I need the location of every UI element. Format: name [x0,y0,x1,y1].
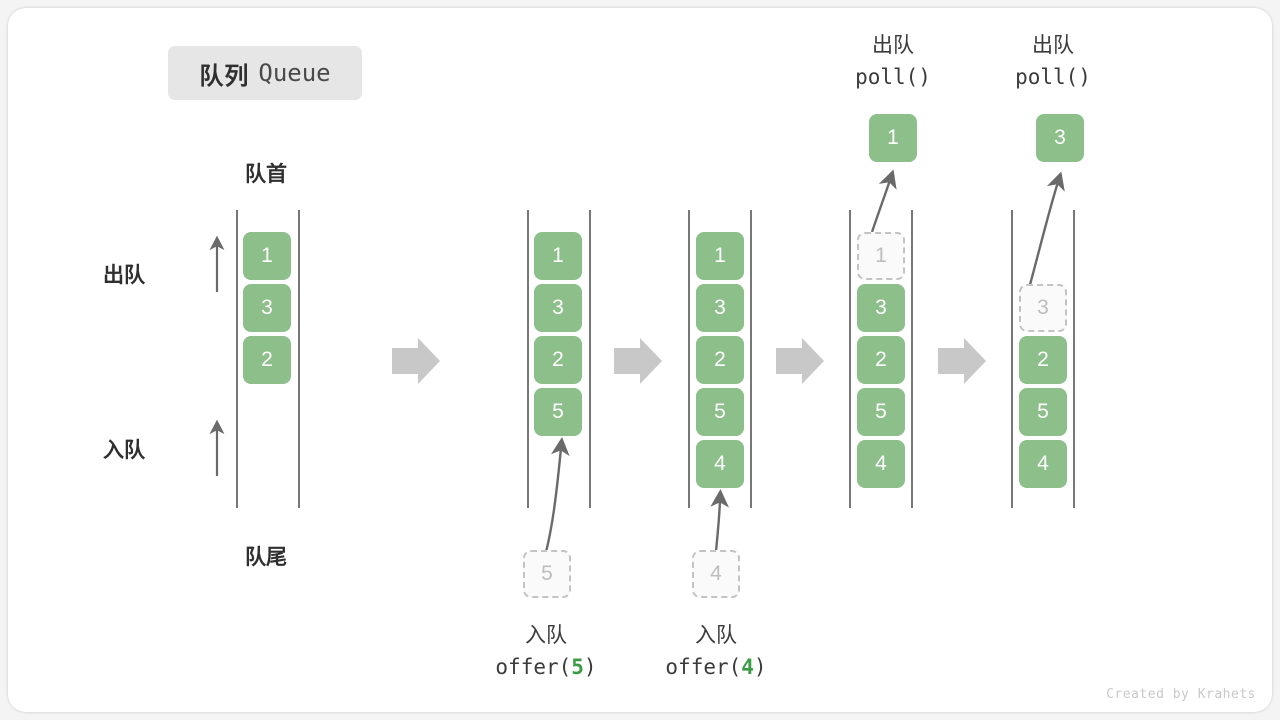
queue-cell: 5 [1019,388,1067,436]
poll-1-popped-cell: 1 [869,114,917,162]
queue-cell: 2 [857,336,905,384]
title-badge: 队列 Queue [168,46,362,100]
step-arrow-3 [776,338,824,384]
offer-5-label-cn: 入队 [525,624,567,647]
poll-3-flow-arrow [1026,171,1065,293]
queue-cell: 3 [696,284,744,332]
step-arrow-4 [938,338,986,384]
queue-cell: 2 [243,336,291,384]
poll-3-caption: 出队 poll() [953,30,1153,93]
queue-rails [236,210,1075,508]
offer-5-ghost-cell: 5 [523,550,571,598]
queue-cell: 4 [857,440,905,488]
offer-4-label-cn: 入队 [695,624,737,647]
queue-cell: 5 [857,388,905,436]
poll-3-code: poll() [1015,64,1091,89]
offer-4-caption: 入队 offer(4) [616,620,816,683]
offer-4-ghost-cell: 4 [692,550,740,598]
queue-cell: 5 [534,388,582,436]
poll-1-code: poll() [855,64,931,89]
queue-cell-ghost: 3 [1019,284,1067,332]
queue-head-label: 队首 [245,163,287,186]
queue-tail-label: 队尾 [245,546,287,569]
offer-4-arg: 4 [741,654,754,679]
queue-cell: 3 [857,284,905,332]
dequeue-direction-label: 出队 [103,264,145,287]
queue-cell: 2 [534,336,582,384]
queue-cell: 5 [696,388,744,436]
offer-5-flow-arrow [544,437,570,553]
offer-4-flow-arrow [710,488,730,553]
title-en: Queue [258,59,331,87]
credit-text: Created by Krahets [1106,687,1256,702]
queue-cell: 4 [696,440,744,488]
queue-cell: 2 [1019,336,1067,384]
poll-1-caption: 出队 poll() [793,30,993,93]
queue-cell-ghost: 1 [857,232,905,280]
queue-cell: 1 [534,232,582,280]
offer-5-arg: 5 [571,654,584,679]
step-arrow-1 [392,338,440,384]
queue-cell: 2 [696,336,744,384]
step-arrow-2 [614,338,662,384]
poll-3-popped-cell: 3 [1036,114,1084,162]
queue-cell: 1 [696,232,744,280]
poll-1-flow-arrow [870,169,897,233]
enqueue-direction-label: 入队 [103,439,145,462]
queue-cell: 1 [243,232,291,280]
offer-5-code: offer(5) [495,654,597,679]
poll-3-label-cn: 出队 [1032,34,1074,57]
queue-cell: 4 [1019,440,1067,488]
title-cn: 队列 [199,62,250,90]
queue-cell: 3 [534,284,582,332]
offer-4-code: offer(4) [665,654,767,679]
queue-cell: 3 [243,284,291,332]
offer-5-caption: 入队 offer(5) [446,620,646,683]
poll-1-label-cn: 出队 [872,34,914,57]
